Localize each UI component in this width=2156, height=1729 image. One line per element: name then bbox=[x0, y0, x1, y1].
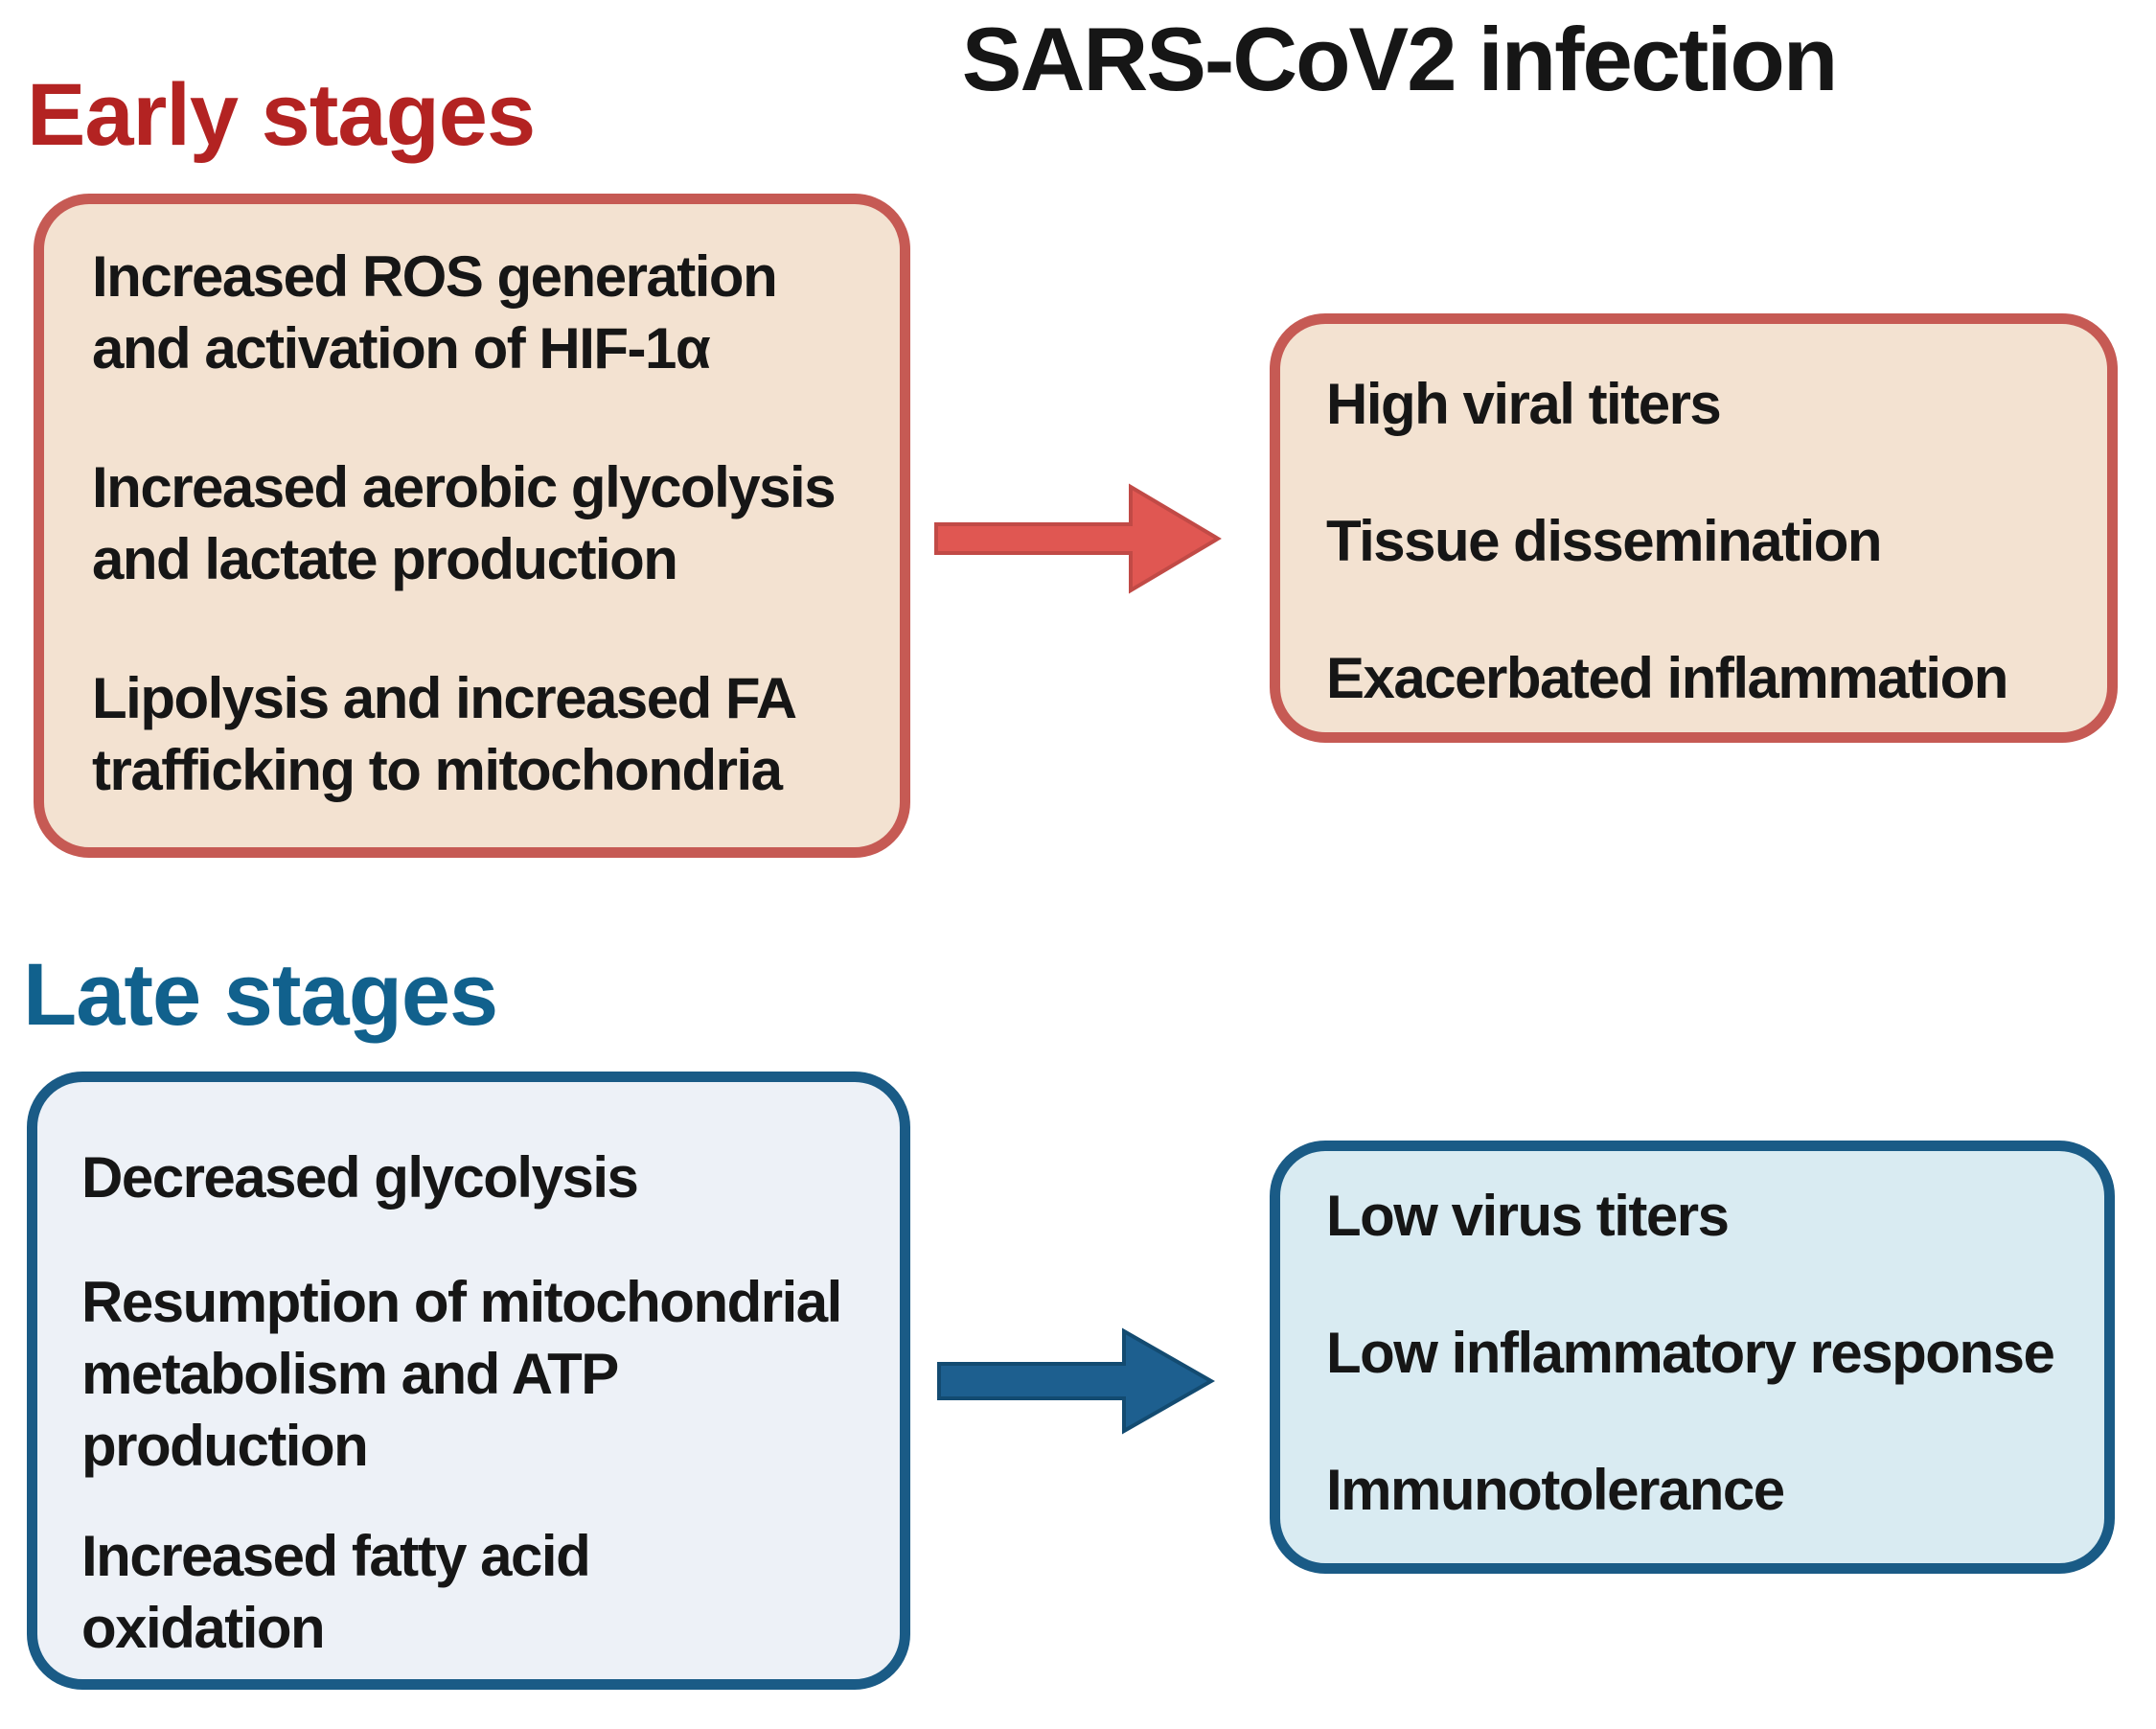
box-text-line: Decreased glycolysis bbox=[81, 1145, 639, 1210]
diagram-title: SARS-CoV2 infection bbox=[961, 9, 1839, 109]
box-text-line: Increased ROS generation bbox=[92, 244, 778, 309]
outcome-item: Low virus titers bbox=[1326, 1184, 1730, 1248]
box-text-line: Lipolysis and increased FA bbox=[92, 666, 797, 730]
box-text-line: Increased aerobic glycolysis bbox=[92, 455, 837, 519]
box-text-line: trafficking to mitochondria bbox=[92, 738, 783, 802]
text-paragraph: Resumption of mitochondrial metabolism a… bbox=[81, 1266, 881, 1482]
box-text-line: Resumption of mitochondrial bbox=[81, 1270, 842, 1334]
early-stages-box: Increased ROS generation and activation … bbox=[34, 194, 910, 858]
box-text-line: oxidation bbox=[81, 1596, 326, 1660]
right-arrow-icon bbox=[937, 1327, 1215, 1435]
late-outcomes-box: Low virus titers Low inflammatory respon… bbox=[1270, 1141, 2115, 1574]
text-paragraph: Increased fatty acid oxidation bbox=[81, 1520, 881, 1664]
early-outcomes-box: High viral titers Tissue dissemination E… bbox=[1270, 313, 2118, 743]
outcome-item: Exacerbated inflammation bbox=[1326, 646, 2008, 710]
outcome-item: High viral titers bbox=[1326, 372, 1722, 436]
early-stages-heading: Early stages bbox=[27, 66, 536, 164]
text-paragraph: Increased ROS generation and activation … bbox=[92, 241, 881, 384]
late-stages-box: Decreased glycolysis Resumption of mitoc… bbox=[27, 1072, 910, 1690]
box-text-line: Increased fatty acid bbox=[81, 1524, 591, 1588]
late-stages-heading: Late stages bbox=[23, 946, 498, 1044]
box-text-line: and lactate production bbox=[92, 527, 678, 591]
text-paragraph: Increased aerobic glycolysis and lactate… bbox=[92, 451, 881, 595]
box-text-line: metabolism and ATP bbox=[81, 1342, 619, 1406]
text-paragraph: Lipolysis and increased FA trafficking t… bbox=[92, 662, 881, 806]
outcome-item: Immunotolerance bbox=[1326, 1458, 1785, 1522]
text-paragraph: Decreased glycolysis bbox=[81, 1141, 881, 1213]
box-text-line: production bbox=[81, 1414, 369, 1478]
right-arrow-icon bbox=[934, 483, 1222, 594]
outcome-item: Tissue dissemination bbox=[1326, 509, 1883, 573]
box-text-line: and activation of HIF-1α bbox=[92, 316, 711, 380]
outcome-item: Low inflammatory response bbox=[1326, 1321, 2055, 1385]
